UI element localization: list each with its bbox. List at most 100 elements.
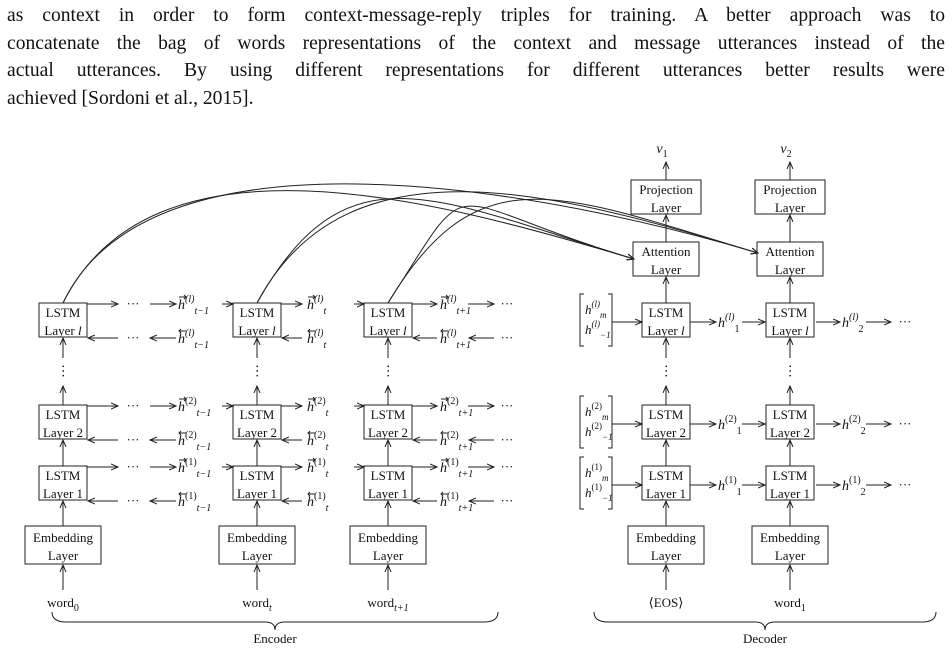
fwd-2-h0-accent (179, 396, 187, 402)
decoder-input-label-0: ⟨EOS⟩ (649, 595, 684, 610)
bwd-2-h0-accent (178, 430, 186, 436)
encoder-embedding-0-label-top: Embedding (33, 530, 93, 545)
ctx-1-rbracket (608, 456, 613, 510)
bwd-2-dots-1: ··· (127, 432, 140, 447)
encoder-lstm-layer-2-0-label-top: LSTM (46, 407, 81, 422)
ctx-1-h1: h(1)−1 (585, 482, 613, 503)
encoder-lstm-layer-1-0 (38, 465, 88, 501)
encoder-vdots-2: ⋯ (380, 364, 395, 378)
encoder-lstm-layer-1-0-label-top: LSTM (46, 468, 81, 483)
paragraph-line-2: concatenate the bag of words representat… (7, 32, 945, 54)
decoder-projection-0 (630, 179, 702, 215)
dec-1-dots: ··· (899, 477, 912, 492)
bwd-l-h0-accent (178, 328, 186, 334)
ctx-l-h1: h(l)−1 (585, 319, 611, 340)
bwd-l-h2: h(l)t+1 (440, 328, 471, 351)
encoder-lstm-layer-1-1 (232, 465, 282, 501)
dec-l-h2: h(l)2 (842, 312, 863, 335)
decoder-lstm-layer-l-0-label-top: LSTM (649, 305, 684, 320)
encoder-lstm-layer-2-0-label-bottom: Layer 2 (43, 425, 83, 440)
bwd-2-dots-2: ··· (501, 432, 514, 447)
fwd-l-h1-accent (308, 294, 316, 300)
dec-l-h1: h(l)1 (718, 312, 739, 335)
decoder-attention-1-label-top: Attention (765, 244, 815, 259)
ctx-2-rbracket (608, 395, 613, 449)
encoder-lstm-layer-l-0-label-top: LSTM (46, 305, 81, 320)
encoder-input-label-1: wordt (242, 595, 272, 614)
decoder-projection-0-label-top: Projection (639, 182, 693, 197)
dec-2-h2: h(2)2 (842, 414, 866, 437)
fwd-1-h2-accent (441, 457, 449, 463)
decoder-lstm-layer-2-1-label-top: LSTM (773, 407, 808, 422)
encoder-embedding-0-label-bottom: Layer (48, 548, 79, 563)
bwd-1-h0: h(1)t−1 (178, 491, 211, 514)
dec-l-dots: ··· (899, 314, 912, 329)
dec-1-h2: h(1)2 (842, 475, 866, 498)
attention-curve-2-1 (387, 198, 758, 304)
bwd-1-dots-1: ··· (127, 493, 140, 508)
bwd-l-h2-accent (440, 328, 448, 334)
encoder-lstm-layer-1-2-label-top: LSTM (371, 468, 406, 483)
decoder-lstm-layer-2-1-label-bottom: Layer 2 (770, 425, 810, 440)
decoder-embedding-1-label-top: Embedding (760, 530, 820, 545)
decoder-vdots-0: ⋯ (658, 364, 673, 378)
bwd-1-h1-accent (307, 491, 315, 497)
ctx-1-h0: h(1)m (585, 462, 609, 483)
attention-curve-1-0 (256, 197, 634, 304)
decoder-embedding-0 (627, 525, 705, 565)
fwd-1-dots-1: ··· (127, 459, 140, 474)
decoder-attention-0-label-bottom: Layer (651, 262, 682, 277)
fwd-l-h2: h(l)t+1 (440, 294, 471, 317)
fwd-l-h1: h(l)t (307, 294, 326, 317)
encoder-lstm-layer-2-1-label-top: LSTM (240, 407, 275, 422)
bwd-l-h1: h(l)t (307, 328, 326, 351)
bwd-1-h1: h(1)t (307, 491, 329, 514)
decoder-input-label-1: word1 (774, 595, 806, 614)
encoder-lstm-layer-l-1-label-bottom: Layer l (238, 323, 276, 338)
ctx-l-lbracket (579, 293, 584, 347)
bwd-l-h0: h(l)t−1 (178, 328, 209, 351)
fwd-l-h2-accent (441, 294, 449, 300)
encoder-vdots-0: ⋯ (55, 364, 70, 378)
ctx-2-h1: h(2)−1 (585, 421, 613, 442)
fwd-l-h0-accent (179, 294, 187, 300)
bwd-l-dots-1: ··· (127, 330, 140, 345)
encoder-lstm-layer-1-1-label-top: LSTM (240, 468, 275, 483)
encoder-embedding-0 (24, 525, 102, 565)
attention-curve-0-0 (62, 190, 634, 304)
ctx-2-lbracket (579, 395, 584, 449)
encoder-input-label-2: wordt+1 (367, 595, 408, 614)
fwd-1-h0: h(1)t−1 (178, 457, 211, 480)
attention-curve-2-0 (387, 205, 634, 304)
bwd-1-h0-accent (178, 491, 186, 497)
ctx-1-lbracket (579, 456, 584, 510)
bwd-l-dots-2: ··· (501, 330, 514, 345)
bwd-2-h1-accent (307, 430, 315, 436)
encoder-lstm-layer-2-1 (232, 404, 282, 440)
encoder-input-label-0: word0 (47, 595, 79, 614)
decoder-lstm-layer-1-1 (765, 465, 815, 501)
bwd-2-h1: h(2)t (307, 430, 329, 453)
fwd-2-dots-2: ··· (501, 398, 514, 413)
encoder-lstm-layer-2-2-label-bottom: Layer 2 (368, 425, 408, 440)
encoder-lstm-layer-l-2 (363, 302, 413, 338)
fwd-2-h0: h(2)t−1 (178, 396, 211, 419)
decoder-lstm-layer-2-0 (641, 404, 691, 440)
encoder-lstm-layer-2-0 (38, 404, 88, 440)
attention-curve-0-1 (62, 183, 758, 304)
decoder-lstm-layer-1-0-label-bottom: Layer 1 (646, 486, 686, 501)
fwd-l-dots-2: ··· (501, 296, 514, 311)
decoder-attention-1 (756, 241, 824, 277)
dec-2-dots: ··· (899, 416, 912, 431)
dec-2-h1: h(2)1 (718, 414, 742, 437)
paragraph-line-3: actual utterances. By using different re… (7, 60, 945, 81)
fwd-2-dots-1: ··· (127, 398, 140, 413)
decoder-lstm-layer-1-0-label-top: LSTM (649, 468, 684, 483)
fwd-2-h1: h(2)t (307, 396, 329, 419)
encoder-embedding-2-label-bottom: Layer (373, 548, 404, 563)
fwd-1-h1: h(1)t (307, 457, 329, 480)
bwd-l-h1-accent (307, 328, 315, 334)
decoder-brace (593, 611, 937, 631)
bwd-1-dots-2: ··· (501, 493, 514, 508)
dec-1-h1: h(1)1 (718, 475, 742, 498)
